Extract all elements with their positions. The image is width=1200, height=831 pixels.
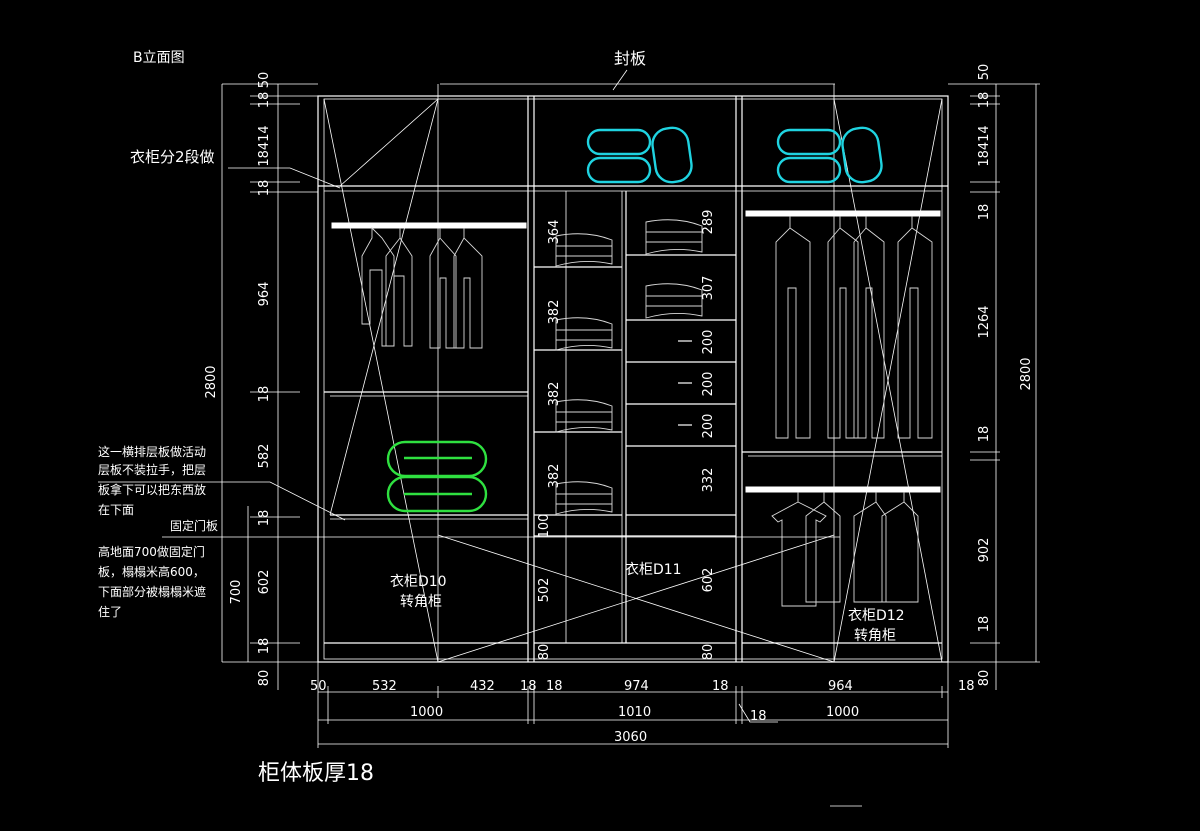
svg-text:100: 100 [537,514,552,539]
svg-text:364: 364 [547,220,562,245]
thickness-note: 柜体板厚18 [258,761,374,786]
svg-text:964: 964 [257,282,272,307]
svg-text:下面部分被榻榻米遮: 下面部分被榻榻米遮 [98,584,206,599]
svg-text:18: 18 [546,679,563,694]
svg-text:18: 18 [712,679,729,694]
svg-text:532: 532 [372,679,397,694]
two-part-note: 衣柜分2段做 [130,148,215,166]
drawing-title: B立面图 [133,50,185,66]
two-part-leader [228,167,341,189]
svg-text:在下面: 在下面 [98,503,134,517]
cabinet-outline [317,95,949,663]
svg-text:964: 964 [828,679,853,694]
tatami-note: 高地面700做固定门 板，榻榻米高600， 下面部分被榻榻米遮 住了 [98,544,206,619]
svg-text:902: 902 [977,538,992,563]
svg-text:18: 18 [958,679,975,694]
top-storage-bedding-2 [776,126,883,184]
svg-text:18414: 18414 [977,125,992,166]
svg-text:18: 18 [257,510,272,527]
cabinet-d12-label-2: 转角柜 [854,628,896,644]
svg-text:1000: 1000 [410,705,443,720]
svg-text:382: 382 [547,382,562,407]
svg-text:200: 200 [701,414,716,439]
svg-text:602: 602 [257,570,272,595]
top-board-label: 封板 [614,49,646,68]
svg-text:382: 382 [547,464,562,489]
door-swing-lines [323,98,943,663]
svg-text:层板不装拉手，把层: 层板不装拉手，把层 [98,462,206,477]
inner-right-col-dims: 289 307 200 200 200 332 602 80 [701,210,716,661]
svg-text:502: 502 [537,578,552,603]
svg-text:382: 382 [547,300,562,325]
top-storage-bedding-1 [586,126,693,184]
svg-text:200: 200 [701,330,716,355]
shelf-note-leader [98,481,346,521]
left-dimension-labels: 50 18 18414 18 964 18 582 18 602 18 80 2… [204,72,272,687]
svg-text:50: 50 [977,64,992,81]
svg-text:50: 50 [257,72,272,89]
svg-text:18: 18 [257,386,272,403]
cabinet-d10-label-2: 转角柜 [400,594,442,610]
folded-towels [386,440,488,513]
right-short-clothes [771,492,919,607]
svg-text:1000: 1000 [826,705,859,720]
right-lower-rod [745,486,941,493]
svg-text:602: 602 [701,568,716,593]
svg-text:50: 50 [310,679,327,694]
svg-text:18: 18 [257,180,272,197]
fixed-door-label: 固定门板 [170,518,218,533]
svg-text:432: 432 [470,679,495,694]
svg-text:18: 18 [750,709,767,724]
right-dimension-chain [948,83,1040,690]
svg-text:18: 18 [977,204,992,221]
bottom-row1-labels: 50 532 432 18 18 974 18 964 18 [310,679,975,694]
svg-text:80: 80 [701,644,716,661]
right-dimension-labels: 50 18 18414 18 1264 18 902 18 80 2800 [977,64,1034,687]
svg-text:200: 200 [701,372,716,397]
svg-text:高地面700做固定门: 高地面700做固定门 [98,544,205,559]
cabinet-inner-outline [323,98,943,660]
svg-text:80: 80 [977,670,992,687]
svg-text:332: 332 [701,468,716,493]
svg-text:974: 974 [624,679,649,694]
svg-text:板，榻榻米高600，: 板，榻榻米高600， [98,564,205,579]
svg-text:住了: 住了 [98,605,122,619]
svg-text:700: 700 [229,580,244,605]
svg-text:289: 289 [701,210,716,235]
svg-text:18: 18 [520,679,537,694]
cabinet-d11-label: 衣柜D11 [625,562,682,578]
svg-text:18: 18 [977,616,992,633]
left-dimension-chain [221,83,318,690]
inner-left-col-dims: 364 382 382 382 100 502 80 [537,220,562,661]
svg-text:1264: 1264 [977,305,992,338]
svg-text:307: 307 [701,276,716,301]
svg-text:2800: 2800 [1019,357,1034,390]
svg-text:18: 18 [977,92,992,109]
bottom-dimension-lines [317,662,949,748]
right-upper-rod [745,210,941,217]
left-hanging-rod [331,222,527,229]
svg-text:18: 18 [257,638,272,655]
cabinet-d12-label-1: 衣柜D12 [848,608,905,624]
bottom-total-label: 3060 [614,730,647,745]
svg-text:582: 582 [257,444,272,469]
svg-text:80: 80 [257,670,272,687]
shelf-note: 这一横排层板做活动 层板不装拉手，把层 板拿下可以把东西放 在下面 [98,444,206,517]
svg-text:18: 18 [257,92,272,109]
svg-text:18: 18 [977,426,992,443]
top-board-leader [612,69,628,91]
left-hanging-clothes [361,226,483,349]
svg-text:1010: 1010 [618,705,651,720]
folded-clothes-piles [555,219,703,515]
svg-text:板拿下可以把东西放: 板拿下可以把东西放 [98,482,206,497]
cabinet-d10-label-1: 衣柜D10 [390,574,447,590]
svg-text:80: 80 [537,644,552,661]
svg-text:这一横排层板做活动: 这一横排层板做活动 [98,444,206,459]
svg-text:18414: 18414 [257,125,272,166]
svg-text:2800: 2800 [204,365,219,398]
right-long-coats [775,216,933,439]
bottom-row2-labels: 1000 1010 18 1000 [410,705,859,724]
